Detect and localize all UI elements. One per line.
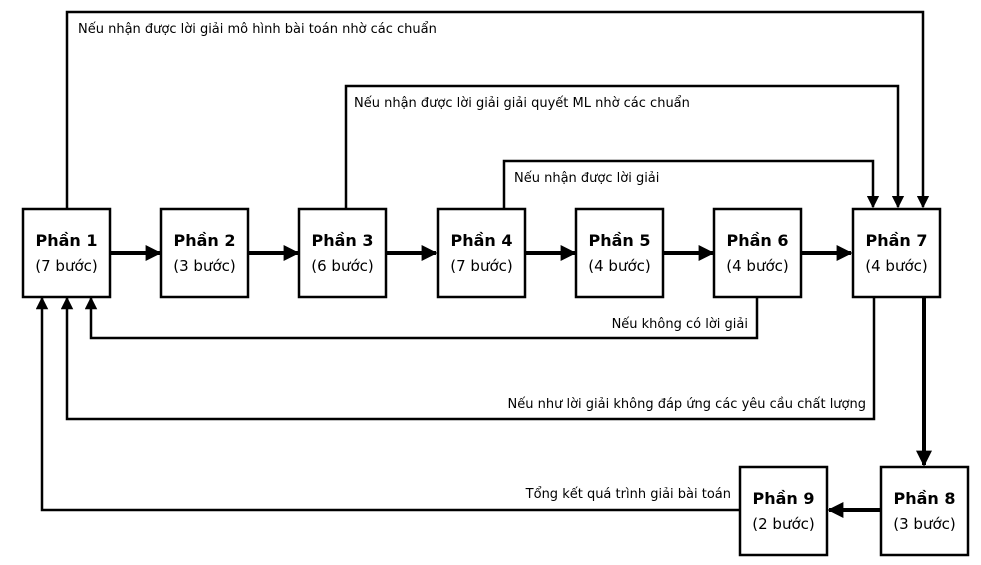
label-p9-to-p1: Tổng kết quá trình giải bài toán xyxy=(525,487,731,502)
node-p6-title: Phần 6 xyxy=(726,231,788,250)
forward-arrows xyxy=(110,245,932,518)
node-p1-title: Phần 1 xyxy=(35,231,97,250)
node-p4-steps: (7 bước) xyxy=(450,257,512,275)
node-p5-title: Phần 5 xyxy=(588,231,650,250)
node-p2-steps: (3 bước) xyxy=(173,257,235,275)
node-p9-title: Phần 9 xyxy=(752,489,814,508)
node-p3-title: Phần 3 xyxy=(311,231,373,250)
node-p5-steps: (4 bước) xyxy=(588,257,650,275)
path-p9-to-p1 xyxy=(35,296,739,512)
node-p4-title: Phần 4 xyxy=(450,231,512,250)
label-p7-to-p1: Nếu như lời giải không đáp ứng các yêu c… xyxy=(508,397,866,412)
label-p1-to-p7: Nếu nhận được lời giải mô hình bài toán … xyxy=(78,22,437,37)
node-p9-steps: (2 bước) xyxy=(752,515,814,533)
connector-lines xyxy=(35,10,930,512)
node-p7-steps: (4 bước) xyxy=(865,257,927,275)
path-p6-to-p1 xyxy=(84,296,759,340)
node-p7: Phần 7 (4 bước) xyxy=(851,207,942,299)
node-p8-title: Phần 8 xyxy=(893,489,955,508)
node-p9: Phần 9 (2 bước) xyxy=(738,465,829,557)
label-p6-to-p1: Nếu không có lời giải xyxy=(612,317,748,332)
node-p8: Phần 8 (3 bước) xyxy=(879,465,970,557)
label-p4-to-p7: Nếu nhận được lời giải xyxy=(514,171,659,186)
node-p5: Phần 5 (4 bước) xyxy=(574,207,665,299)
node-p1: Phần 1 (7 bước) xyxy=(21,207,112,299)
path-p7-to-p1 xyxy=(60,296,876,421)
node-p8-steps: (3 bước) xyxy=(893,515,955,533)
node-p7-title: Phần 7 xyxy=(865,231,927,250)
node-p3: Phần 3 (6 bước) xyxy=(297,207,388,299)
node-p6-steps: (4 bước) xyxy=(726,257,788,275)
node-p1-steps: (7 bước) xyxy=(35,257,97,275)
node-p4: Phần 4 (7 bước) xyxy=(436,207,527,299)
label-p3-to-p7: Nếu nhận được lời giải giải quyết ML nhờ… xyxy=(354,96,690,111)
node-p2: Phần 2 (3 bước) xyxy=(159,207,250,299)
path-p4-to-p7 xyxy=(502,159,880,209)
node-p6: Phần 6 (4 bước) xyxy=(712,207,803,299)
node-p2-title: Phần 2 xyxy=(173,231,235,250)
node-p3-steps: (6 bước) xyxy=(311,257,373,275)
path-p3-to-p7 xyxy=(344,84,905,209)
path-p1-to-p7 xyxy=(65,10,930,209)
